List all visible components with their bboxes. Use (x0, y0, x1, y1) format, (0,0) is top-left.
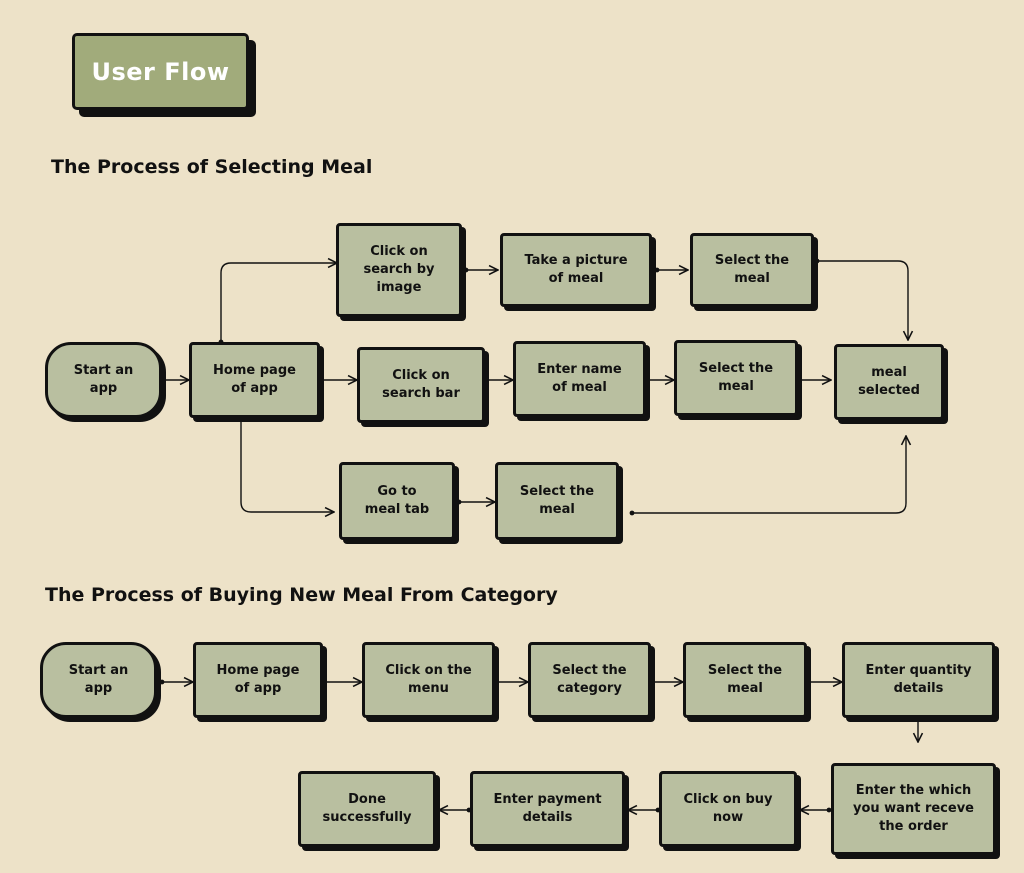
flow2-enter-quantity-node: Enter quantity details (842, 642, 995, 718)
user-flow-title: User Flow (72, 33, 249, 110)
flow1-select-meal-bottom-node: Select the meal (495, 462, 619, 540)
edge-home-mealtab (240, 420, 334, 512)
flow2-click-menu-node: Click on the menu (362, 642, 495, 718)
section-title-buying: The Process of Buying New Meal From Cate… (45, 584, 558, 606)
flow2-click-buy-node: Click on buy now (659, 771, 797, 847)
flow1-start-node: Start an app (45, 342, 162, 418)
edge-selectbottom-selected (632, 436, 906, 514)
flow1-click-search-bar-node: Click on search bar (357, 347, 485, 423)
flow2-select-category-node: Select the category (528, 642, 651, 718)
flow1-take-picture-node: Take a picture of meal (500, 233, 652, 307)
flow2-enter-payment-node: Enter payment details (470, 771, 625, 847)
flow2-done-node: Done successfully (298, 771, 436, 847)
flow1-select-meal-mid-node: Select the meal (674, 340, 798, 416)
flow2-home-node: Home page of app (193, 642, 323, 718)
flow1-enter-name-node: Enter name of meal (513, 341, 646, 417)
section-title-selecting: The Process of Selecting Meal (51, 156, 373, 178)
flow1-click-image-node: Click on search by image (336, 223, 462, 317)
flow1-go-meal-tab-node: Go to meal tab (339, 462, 455, 540)
flow1-meal-selected-node: meal selected (834, 344, 944, 420)
edge-home-image (220, 263, 337, 343)
flow1-select-meal-top-node: Select the meal (690, 233, 814, 307)
flow2-select-meal-node: Select the meal (683, 642, 807, 718)
edge-selecttop-selected (817, 260, 908, 340)
flow2-enter-address-node: Enter the which you want receve the orde… (831, 763, 996, 855)
flow1-home-node: Home page of app (189, 342, 320, 418)
flow2-start-node: Start an app (40, 642, 157, 718)
